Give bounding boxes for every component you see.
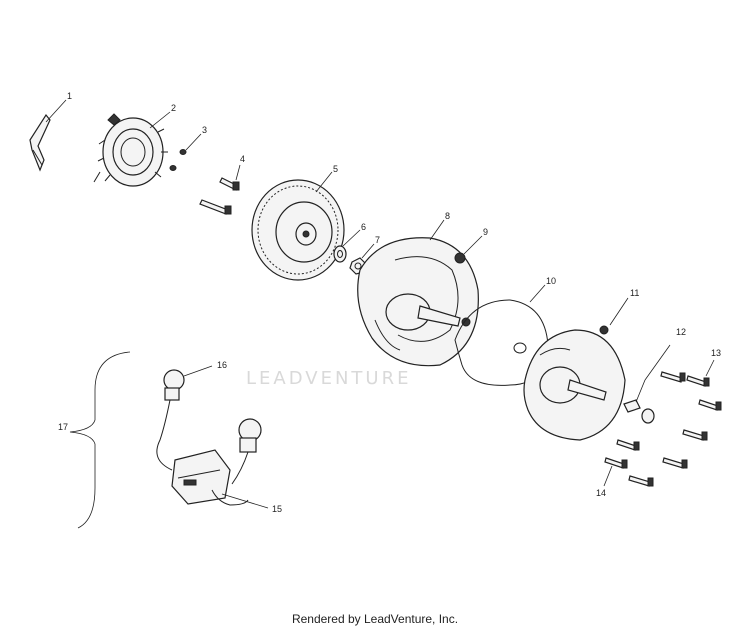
callout-15: 15: [272, 504, 282, 514]
callout-3: 3: [202, 125, 207, 135]
part-inner-cover: [357, 237, 479, 367]
callout-11: 11: [630, 288, 639, 298]
callout-8: 8: [445, 211, 450, 221]
callout-17: 17: [58, 422, 68, 432]
callout-1: 1: [67, 91, 72, 101]
callout-6: 6: [361, 222, 366, 232]
part-bolts: [199, 177, 240, 215]
callout-5: 5: [333, 164, 338, 174]
part-cover-bolts-lower: [604, 439, 654, 487]
callout-12: 12: [676, 327, 686, 337]
part-cover-bolt: [454, 252, 466, 264]
group-bracket: [69, 351, 131, 529]
part-ignition-coil: [156, 399, 249, 506]
part-bracket: [29, 113, 51, 172]
part-spark-plug-caps: [163, 369, 262, 453]
callout-4: 4: [240, 154, 245, 164]
callout-10: 10: [546, 276, 556, 286]
callout-9: 9: [483, 227, 488, 237]
part-cover-bolts-right: [660, 371, 722, 469]
callout-13: 13: [711, 348, 721, 358]
part-stator: [93, 113, 168, 187]
footer-credit: Rendered by LeadVenture, Inc.: [291, 612, 459, 626]
part-outer-cover: [523, 325, 626, 441]
callout-2: 2: [171, 103, 176, 113]
watermark: LEADVENTURE: [246, 368, 411, 389]
part-grommet: [623, 399, 655, 424]
callout-14: 14: [596, 488, 606, 498]
part-flywheel: [251, 179, 345, 281]
callout-16: 16: [217, 360, 227, 370]
callout-7: 7: [375, 235, 380, 245]
part-washer: [333, 245, 347, 263]
part-screws: [169, 149, 187, 171]
